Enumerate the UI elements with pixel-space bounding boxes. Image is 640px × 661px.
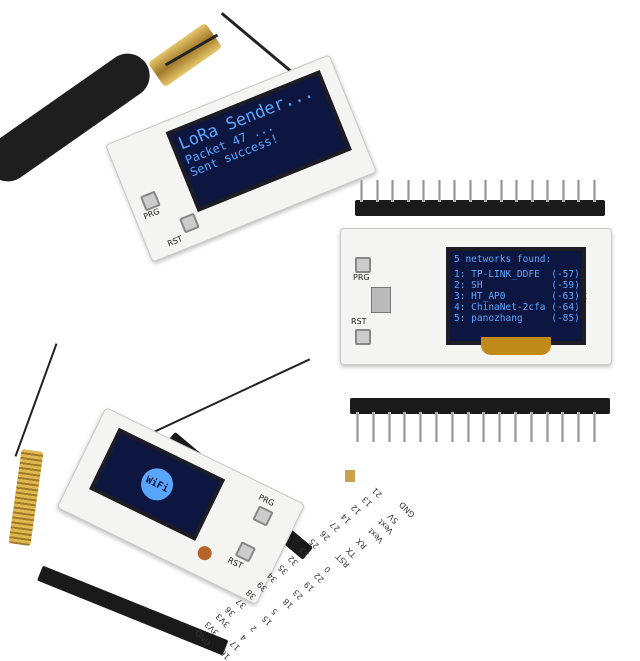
pin-label: 33 (296, 545, 311, 559)
header-pin (450, 412, 454, 442)
rst-button[interactable] (355, 329, 371, 345)
screen-line: 5: panozhang (-85) (454, 312, 580, 324)
prg-label: PRG (353, 273, 370, 282)
oled-screen-wifi: 5 networks found: 1: TP-LINK_DDFE (-57) … (446, 247, 586, 345)
header-pin (498, 412, 502, 442)
pin-label: 21 (370, 485, 384, 500)
header-pin (577, 180, 580, 202)
pin-label: 0 (322, 564, 333, 574)
header-pin (371, 412, 375, 442)
header-pin (437, 180, 441, 202)
header-pin (435, 412, 438, 442)
header-pin (592, 180, 596, 202)
header-pin (422, 180, 425, 202)
header-pin (514, 412, 517, 442)
header-pin (375, 180, 379, 202)
header-pin (499, 180, 503, 202)
pin-label: 39 (254, 579, 269, 593)
usb-port (371, 287, 391, 313)
header-pins-top (360, 180, 610, 204)
header-pin (482, 412, 486, 442)
header-pin (529, 412, 533, 442)
flex-cable (481, 337, 551, 355)
screen-line: 2: SH (-59) (454, 279, 580, 291)
pin-label: 19 (301, 579, 316, 593)
pin-header-bottom (350, 398, 610, 414)
rst-label: RST (351, 317, 367, 326)
header-pin (561, 180, 565, 202)
header-pin (593, 412, 596, 442)
header-pin (515, 180, 518, 202)
header-pin (561, 412, 565, 442)
screen-line: 5 networks found: (454, 254, 552, 265)
pin-label: RX (354, 536, 369, 551)
pin-label: 25 (307, 536, 321, 551)
header-pin (546, 180, 549, 202)
pin-label: 35 (275, 562, 290, 576)
header-pins-bottom (356, 412, 616, 442)
header-pin (577, 412, 581, 442)
header-pin (356, 412, 359, 442)
header-pin (466, 412, 470, 442)
header-pin (468, 180, 472, 202)
pin-label: 14 (338, 511, 353, 525)
header-pin (453, 180, 456, 202)
screen-line: 3: HT_AP0 (-63) (454, 290, 580, 302)
wifi-kit-32-board: 5 networks found: 1: TP-LINK_DDFE (-57) … (340, 228, 612, 365)
pin-label: 38 (244, 587, 258, 602)
pin-label: 4 (238, 632, 249, 642)
prg-button[interactable] (355, 257, 371, 273)
pin-label: 37 (233, 596, 248, 610)
header-pin (403, 412, 407, 442)
pin-label: 2 (248, 623, 259, 634)
pin-label: 27 (328, 519, 342, 534)
pin-label: 23 (291, 587, 305, 602)
header-pin (391, 180, 394, 202)
screen-line: 1: TP-LINK_DDFE (-57) (454, 268, 580, 280)
header-pin (406, 180, 410, 202)
pin-label: 26 (317, 528, 332, 542)
header-pin (419, 412, 423, 442)
pin-label: 34 (265, 570, 279, 585)
header-pin (545, 412, 549, 442)
screen-line: 4: ChinaNet-2cfa (-64) (454, 301, 580, 313)
pin-header-top (355, 200, 605, 216)
pin-label: 18 (280, 596, 295, 610)
header-pin (484, 180, 487, 202)
pin-label: 13 (359, 494, 374, 508)
header-pin (387, 412, 391, 442)
header-pin (360, 180, 363, 202)
header-pin (530, 180, 534, 202)
pin-label: 12 (349, 502, 363, 517)
pin-label: 5 (269, 606, 280, 617)
pin-label: 32 (286, 553, 300, 568)
pin-label: GND (397, 499, 417, 520)
ipex-connector (345, 470, 355, 482)
